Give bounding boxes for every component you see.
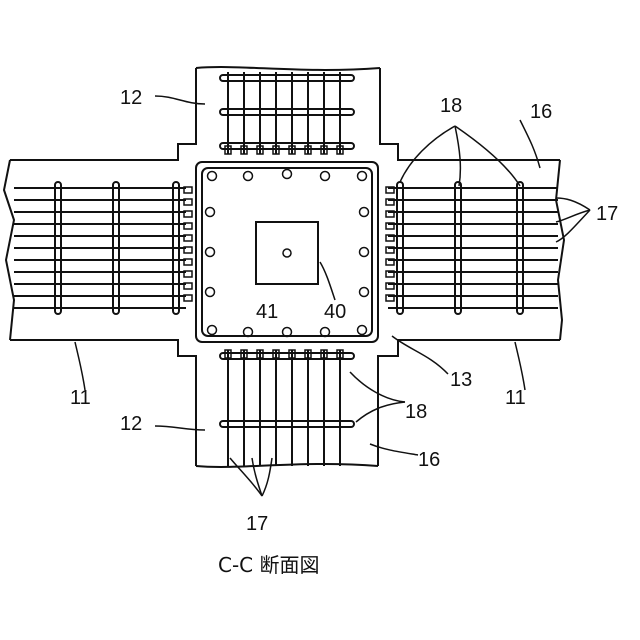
column-bar [358,326,367,335]
column-bar [206,288,215,297]
beam-11-right-bars [386,182,558,314]
column-bar [358,172,367,181]
label-18-top: 18 [440,95,462,117]
stirrup-18 [220,421,354,427]
stirrup-18 [220,143,354,149]
column-bar [360,288,369,297]
label-17-bottom: 17 [246,513,268,535]
column-bar [360,248,369,257]
caption: C-C 断面図 [218,553,320,577]
center-point [283,249,291,257]
label-17-right: 17 [596,203,618,225]
label-13: 13 [450,369,472,391]
column-bar [208,326,217,335]
column-bar [206,248,215,257]
column-bar [321,172,330,181]
label-12-top: 12 [120,87,142,109]
label-16-bottom: 16 [418,449,440,471]
stirrup-18 [220,75,354,81]
beam-12-top-bars [220,72,354,154]
column-bar [208,172,217,181]
label-40: 40 [324,301,346,323]
column-bar [360,208,369,217]
column-bar [283,170,292,179]
stirrup-18 [220,353,354,359]
column-core [196,162,378,342]
label-16-right: 16 [530,101,552,123]
column-bar [206,208,215,217]
label-11-left: 11 [70,387,91,409]
beam-12-bottom-bars [220,350,354,466]
beam-11-left-bars [14,182,192,314]
label-11-right: 11 [505,387,526,409]
stirrup-18 [220,109,354,115]
core-square [256,222,318,284]
label-41: 41 [256,301,278,323]
column-bar [244,172,253,181]
label-18-bottom: 18 [405,401,427,423]
label-12-bottom: 12 [120,413,142,435]
